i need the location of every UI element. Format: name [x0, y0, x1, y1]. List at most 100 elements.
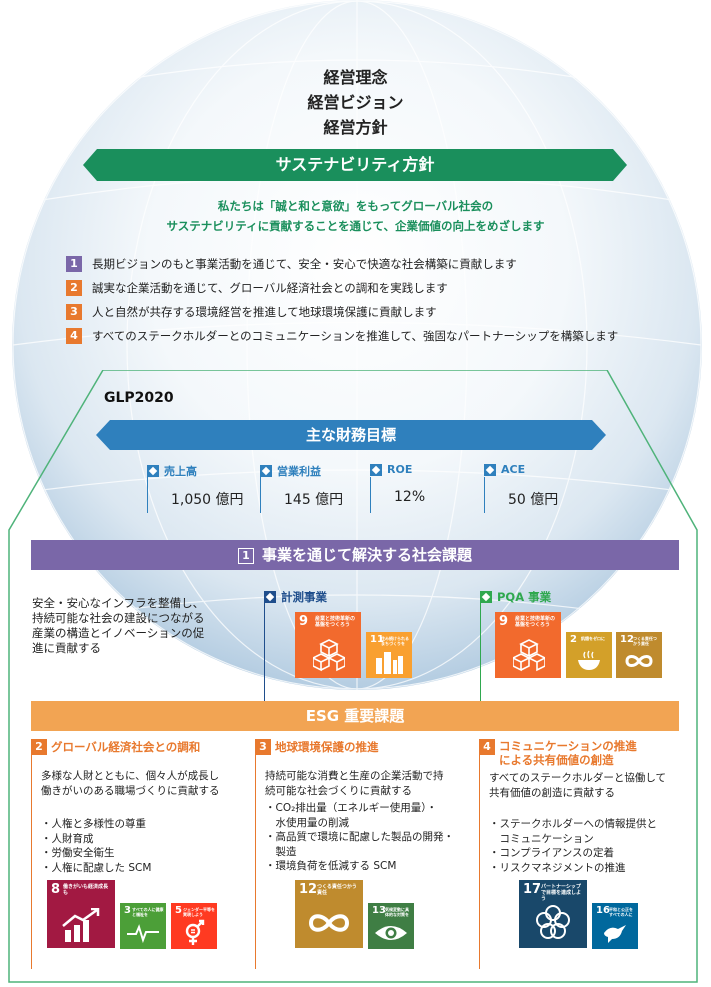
target-label: ACE	[501, 463, 526, 476]
description-line: 持続可能な社会の建設につながる	[32, 611, 205, 625]
policy-number: 4	[66, 328, 82, 344]
sdg-number: 11	[370, 634, 384, 645]
philosophy-line1: 経営理念	[323, 68, 388, 87]
description-line: 持続可能な消費と生産の企業活動で持	[265, 770, 444, 782]
policy-text: すべてのステークホルダーとのコミュニケーションを推進して、強固なパートナーシップ…	[92, 329, 619, 343]
sdg-5-tile: 5 ジェンダー平等を実現しよう	[171, 903, 217, 949]
sdg-text: すべての人に健康と福祉を	[132, 907, 164, 917]
sdg-text: 働きがいも経済成長も	[63, 884, 109, 896]
target-value: 145 億円	[284, 492, 344, 508]
diamond-icon	[147, 465, 159, 477]
description-line: 働きがいのある職場づくりに貢献する	[41, 785, 220, 797]
esg-description: 多様な人財とともに、個々人が成長し 働きがいのある職場づくりに貢献する	[41, 769, 220, 799]
sdg-number: 5	[175, 905, 182, 916]
target-label: 売上高	[164, 465, 197, 478]
financial-target: ACE 50 億円	[484, 463, 594, 513]
sdg-number: 16	[596, 905, 610, 916]
esg-title-line: による共有価値の創造	[499, 753, 614, 767]
city-icon	[376, 652, 403, 674]
sdg-text: 産業と技術革新の基盤をつくろう	[515, 616, 556, 628]
list-item: 製造	[265, 845, 297, 858]
sdg-text: 飢餓をゼロに	[581, 636, 605, 641]
policy-item: 2 誠実な企業活動を通じて、グローバル経済社会との調和を実践します	[66, 280, 448, 296]
glp-frame	[8, 370, 698, 983]
dove-icon	[604, 925, 626, 943]
description-line: 進に貢献する	[32, 641, 101, 655]
list-item: ・ステークホルダーへの情報提供と	[489, 818, 657, 830]
slogan-line1: 私たちは「誠と和と意欲」をもってグローバル社会の	[217, 199, 494, 213]
esg-banner: ESG 重要課題	[31, 701, 679, 731]
financial-target: ROE 12%	[370, 463, 480, 513]
divider	[147, 477, 148, 513]
sdg-text: パートナーシップで目標を達成しよう	[541, 884, 582, 902]
slogan-line2: サステナビリティに貢献することを通じて、企業価値の向上をめざします	[166, 219, 545, 233]
sdg-9-tile: 9 産業と技術革新の基盤をつくろう	[295, 612, 361, 678]
list-item: ・環境負荷を低減する SCM	[265, 860, 397, 872]
sdg-number: 9	[499, 614, 509, 629]
business-label: PQA 事業	[497, 590, 552, 604]
divider	[255, 755, 256, 969]
sdg-number: 2	[570, 634, 577, 645]
globe-background	[12, 0, 702, 690]
sdg-number: 13	[372, 905, 386, 916]
social-issue-description: 安全・安心なインフラを整備し、 持続可能な社会の建設につながる 産業の構造とイノ…	[32, 596, 252, 656]
flower-icon	[536, 905, 570, 939]
social-issue-banner: 1 事業を通じて解決する社会課題	[31, 540, 679, 570]
list-item: コミュニケーション	[489, 832, 594, 845]
policy-item: 1 長期ビジョンのもと事業活動を通じて、安全・安心で快適な社会構築に貢献します	[66, 256, 517, 272]
sdg-number: 12	[299, 882, 318, 897]
description-line: 多様な人財とともに、個々人が成長し	[41, 770, 220, 782]
cubes-icon	[313, 639, 345, 672]
social-issue-number: 1	[237, 548, 254, 564]
growth-icon	[62, 908, 100, 942]
sdg-3-tile: 3 すべての人に健康と福祉を	[120, 903, 166, 949]
esg-description: すべてのステークホルダーと協働して 共有価値の創造に貢献する	[489, 771, 666, 801]
sdg-number: 17	[523, 882, 542, 897]
divider	[31, 755, 32, 969]
sdg-text: 気候変動に具体的な対策を	[385, 907, 409, 917]
esg-title: 地球環境保護の推進	[275, 740, 379, 754]
diamond-icon	[484, 463, 496, 476]
policy-text: 長期ビジョンのもと事業活動を通じて、安全・安心で快適な社会構築に貢献します	[92, 257, 517, 271]
heartbeat-icon	[127, 924, 159, 943]
divider	[260, 477, 261, 513]
list-item: ・労働安全衛生	[41, 847, 115, 859]
financial-target: 売上高 1,050 億円	[147, 463, 257, 513]
esg-number: 3	[255, 739, 271, 755]
financial-target: 営業利益 145 億円	[260, 463, 370, 513]
sdg-13-tile: 13 気候変動に具体的な対策を	[368, 903, 414, 949]
divider	[370, 477, 371, 513]
esg-description: 持続可能な消費と生産の企業活動で持 続可能な社会づくりに貢献する	[265, 769, 444, 799]
list-item: ・人権に配慮した SCM	[41, 861, 152, 874]
sdg-number: 9	[299, 614, 309, 629]
sdg-16-tile: 16 平和と公正をすべての人に	[592, 903, 638, 949]
sdg-17-tile: 17 パートナーシップで目標を達成しよう	[519, 880, 587, 948]
diamond-icon	[264, 591, 276, 603]
sdg-text: 産業と技術革新の基盤をつくろう	[315, 616, 356, 628]
sdg-text: 平和と公正をすべての人に	[609, 907, 633, 917]
sdg-text: 住み続けられるまちづくりを	[381, 636, 409, 646]
sdg-11-tile: 11 住み続けられるまちづくりを	[366, 632, 412, 678]
divider	[264, 603, 265, 701]
target-value: 50 億円	[508, 492, 559, 508]
policy-item: 4 すべてのステークホルダーとのコミュニケーションを推進して、強固なパートナーシ…	[66, 328, 618, 344]
list-item: 水使用量の削減	[265, 816, 349, 829]
diamond-icon	[260, 465, 272, 477]
esg-number: 2	[31, 739, 47, 755]
eye-earth-icon	[375, 926, 407, 940]
esg-title-line: コミュニケーションの推進	[499, 739, 637, 753]
social-issue-title: 事業を通じて解決する社会課題	[261, 546, 472, 564]
philosophy-line3: 経営方針	[323, 118, 388, 137]
sdg-9-tile: 9 産業と技術革新の基盤をつくろう	[495, 612, 561, 678]
sdg-number: 12	[620, 634, 634, 645]
esg-number: 4	[479, 739, 495, 755]
gender-icon	[185, 919, 205, 945]
policy-number: 1	[66, 256, 82, 272]
sdg-number: 3	[124, 905, 131, 916]
target-value: 12%	[394, 489, 426, 505]
sdg-text: つくる責任つかう責任	[317, 884, 357, 896]
description-line: 続可能な社会づくりに貢献する	[265, 785, 412, 797]
infinity-icon	[625, 655, 653, 667]
globe-grid	[12, 0, 702, 690]
esg-title: コミュニケーションの推進 による共有価値の創造	[499, 739, 637, 767]
